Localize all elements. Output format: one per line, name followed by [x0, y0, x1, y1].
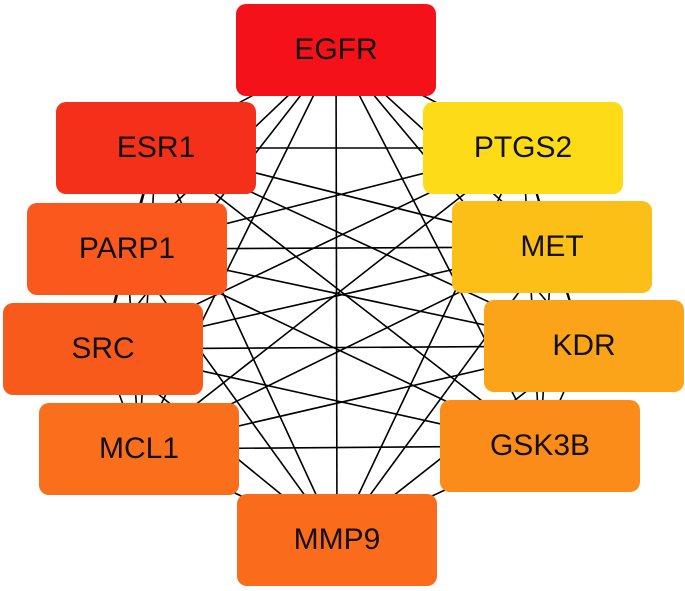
- node-ptgs2: PTGS2: [423, 102, 623, 194]
- edge-ptgs2-mcl1: [138, 147, 524, 450]
- edge-esr1-gsk3b: [155, 147, 541, 447]
- node-gsk3b: GSK3B: [440, 400, 640, 492]
- edge-egfr-src: [102, 49, 337, 350]
- node-label-kdr: KDR: [552, 329, 616, 362]
- edge-ptgs2-gsk3b: [522, 147, 541, 447]
- node-label-mcl1: MCL1: [98, 432, 180, 465]
- node-label-met: MET: [520, 230, 584, 263]
- node-label-parp1: PARP1: [78, 232, 176, 265]
- node-mcl1: MCL1: [39, 403, 239, 495]
- node-label-egfr: EGFR: [294, 33, 378, 66]
- node-esr1: ESR1: [56, 102, 256, 194]
- node-src: SRC: [3, 303, 203, 395]
- node-label-esr1: ESR1: [116, 131, 196, 164]
- node-label-mmp9: MMP9: [293, 523, 381, 556]
- edge-met-mmp9: [336, 246, 553, 541]
- edge-esr1-mcl1: [138, 147, 157, 450]
- node-label-ptgs2: PTGS2: [473, 131, 573, 164]
- node-label-gsk3b: GSK3B: [489, 429, 591, 462]
- node-parp1: PARP1: [27, 203, 227, 295]
- edge-parp1-mmp9: [126, 248, 338, 541]
- node-label-src: SRC: [71, 332, 135, 365]
- node-egfr: EGFR: [236, 4, 436, 96]
- node-mmp9: MMP9: [237, 494, 437, 586]
- node-met: MET: [452, 201, 652, 293]
- node-kdr: KDR: [484, 300, 684, 392]
